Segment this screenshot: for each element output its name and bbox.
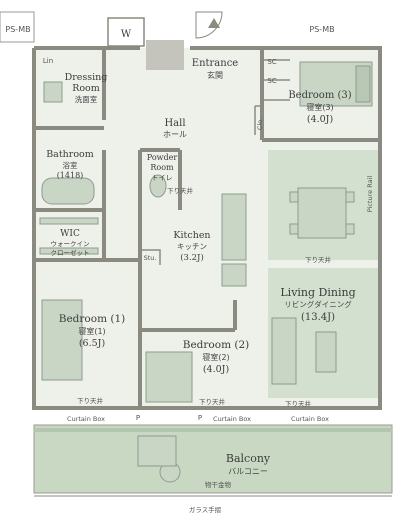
balcony-jp: バルコニー <box>228 467 268 476</box>
ps-mb-right-tag: PS-MB <box>309 25 334 34</box>
bedroom1-size: (6.5J) <box>79 338 105 349</box>
living-jp: リビングダイニング <box>284 299 352 309</box>
bedroom3-jp: 寝室(3) <box>306 102 333 112</box>
wic-jp-1: ウォークイン <box>51 240 90 248</box>
bedroom2-label: Bedroom (2) <box>183 339 249 351</box>
entrance-arrow-icon <box>208 18 220 28</box>
entrance-door-swing <box>195 11 223 39</box>
wic-label: WIC <box>60 229 80 239</box>
entrance-shaft <box>146 40 184 70</box>
stu-tag: Stu. <box>144 254 157 262</box>
furniture <box>39 61 373 483</box>
entrance-jp: 玄関 <box>207 70 223 80</box>
curtain-box-2: Curtain Box <box>213 415 251 423</box>
powder-label-1: Powder <box>147 153 178 162</box>
drying-rack-note: 物干金物 <box>205 480 232 489</box>
sagari-living-note: 下り天井 <box>305 255 332 264</box>
sagari-right-note: 下り天井 <box>285 399 312 408</box>
living-size: (13.4J) <box>301 312 335 323</box>
p-left-tag: P <box>136 414 140 422</box>
sagari-kitchen-note: 下り天井 <box>167 186 194 195</box>
sagari-bed2-note: 下り天井 <box>199 397 226 406</box>
entrance-label: Entrance <box>192 58 239 69</box>
kitchen-label: Kitchen <box>173 230 210 241</box>
dressing-label-1: Dressing <box>65 72 108 83</box>
washer-box <box>107 17 145 47</box>
sc-lower-tag: SC <box>267 77 276 85</box>
wic-jp-2: クローゼット <box>51 248 90 257</box>
living-label: Living Dining <box>280 286 355 299</box>
bedroom3-label: Bedroom (3) <box>288 90 351 101</box>
powder-label-2: Room <box>150 163 174 172</box>
powder-jp: トイレ <box>152 174 173 182</box>
w-tag: W <box>121 29 132 40</box>
bathroom-label: Bathroom <box>46 149 94 160</box>
curtain-box-1: Curtain Box <box>67 415 105 423</box>
ps-mb-left-box <box>0 11 35 43</box>
balcony-label: Balcony <box>226 452 271 465</box>
hall-label: Hall <box>164 118 185 129</box>
glass-rail-note: ガラス手摺 <box>189 505 222 514</box>
bathroom-size: (1418) <box>57 171 84 180</box>
bedroom2-jp: 寝室(2) <box>202 352 229 362</box>
ps-mb-right-box <box>290 12 390 42</box>
dressing-jp: 洗面室 <box>75 94 98 104</box>
bedroom2-size: (4.0J) <box>203 364 229 375</box>
bedroom1-jp: 寝室(1) <box>78 326 105 336</box>
clo-tag: Clo. <box>256 118 264 130</box>
thin-partitions <box>140 59 290 265</box>
sagari-bed1-note: 下り天井 <box>77 396 104 405</box>
bathroom-jp: 浴室 <box>63 160 78 170</box>
balcony-area <box>33 424 393 494</box>
kitchen-jp: キッチン <box>177 242 207 251</box>
lin-tag: Lin <box>43 57 53 65</box>
curtain-box-3: Curtain Box <box>291 415 329 423</box>
picture-rail-note: Picture Rail <box>366 176 374 213</box>
bedroom3-size: (4.0J) <box>307 114 333 125</box>
dressing-label-2: Room <box>72 83 100 94</box>
sc-upper-tag: SC <box>267 58 276 66</box>
p-right-tag: P <box>198 414 202 422</box>
bedroom1-label: Bedroom (1) <box>59 313 125 325</box>
ps-mb-left-tag: PS-MB <box>5 25 30 34</box>
hall-jp: ホール <box>163 130 187 139</box>
balcony-edge <box>34 428 392 432</box>
walls <box>32 46 382 410</box>
kitchen-size: (3.2J) <box>180 252 204 263</box>
